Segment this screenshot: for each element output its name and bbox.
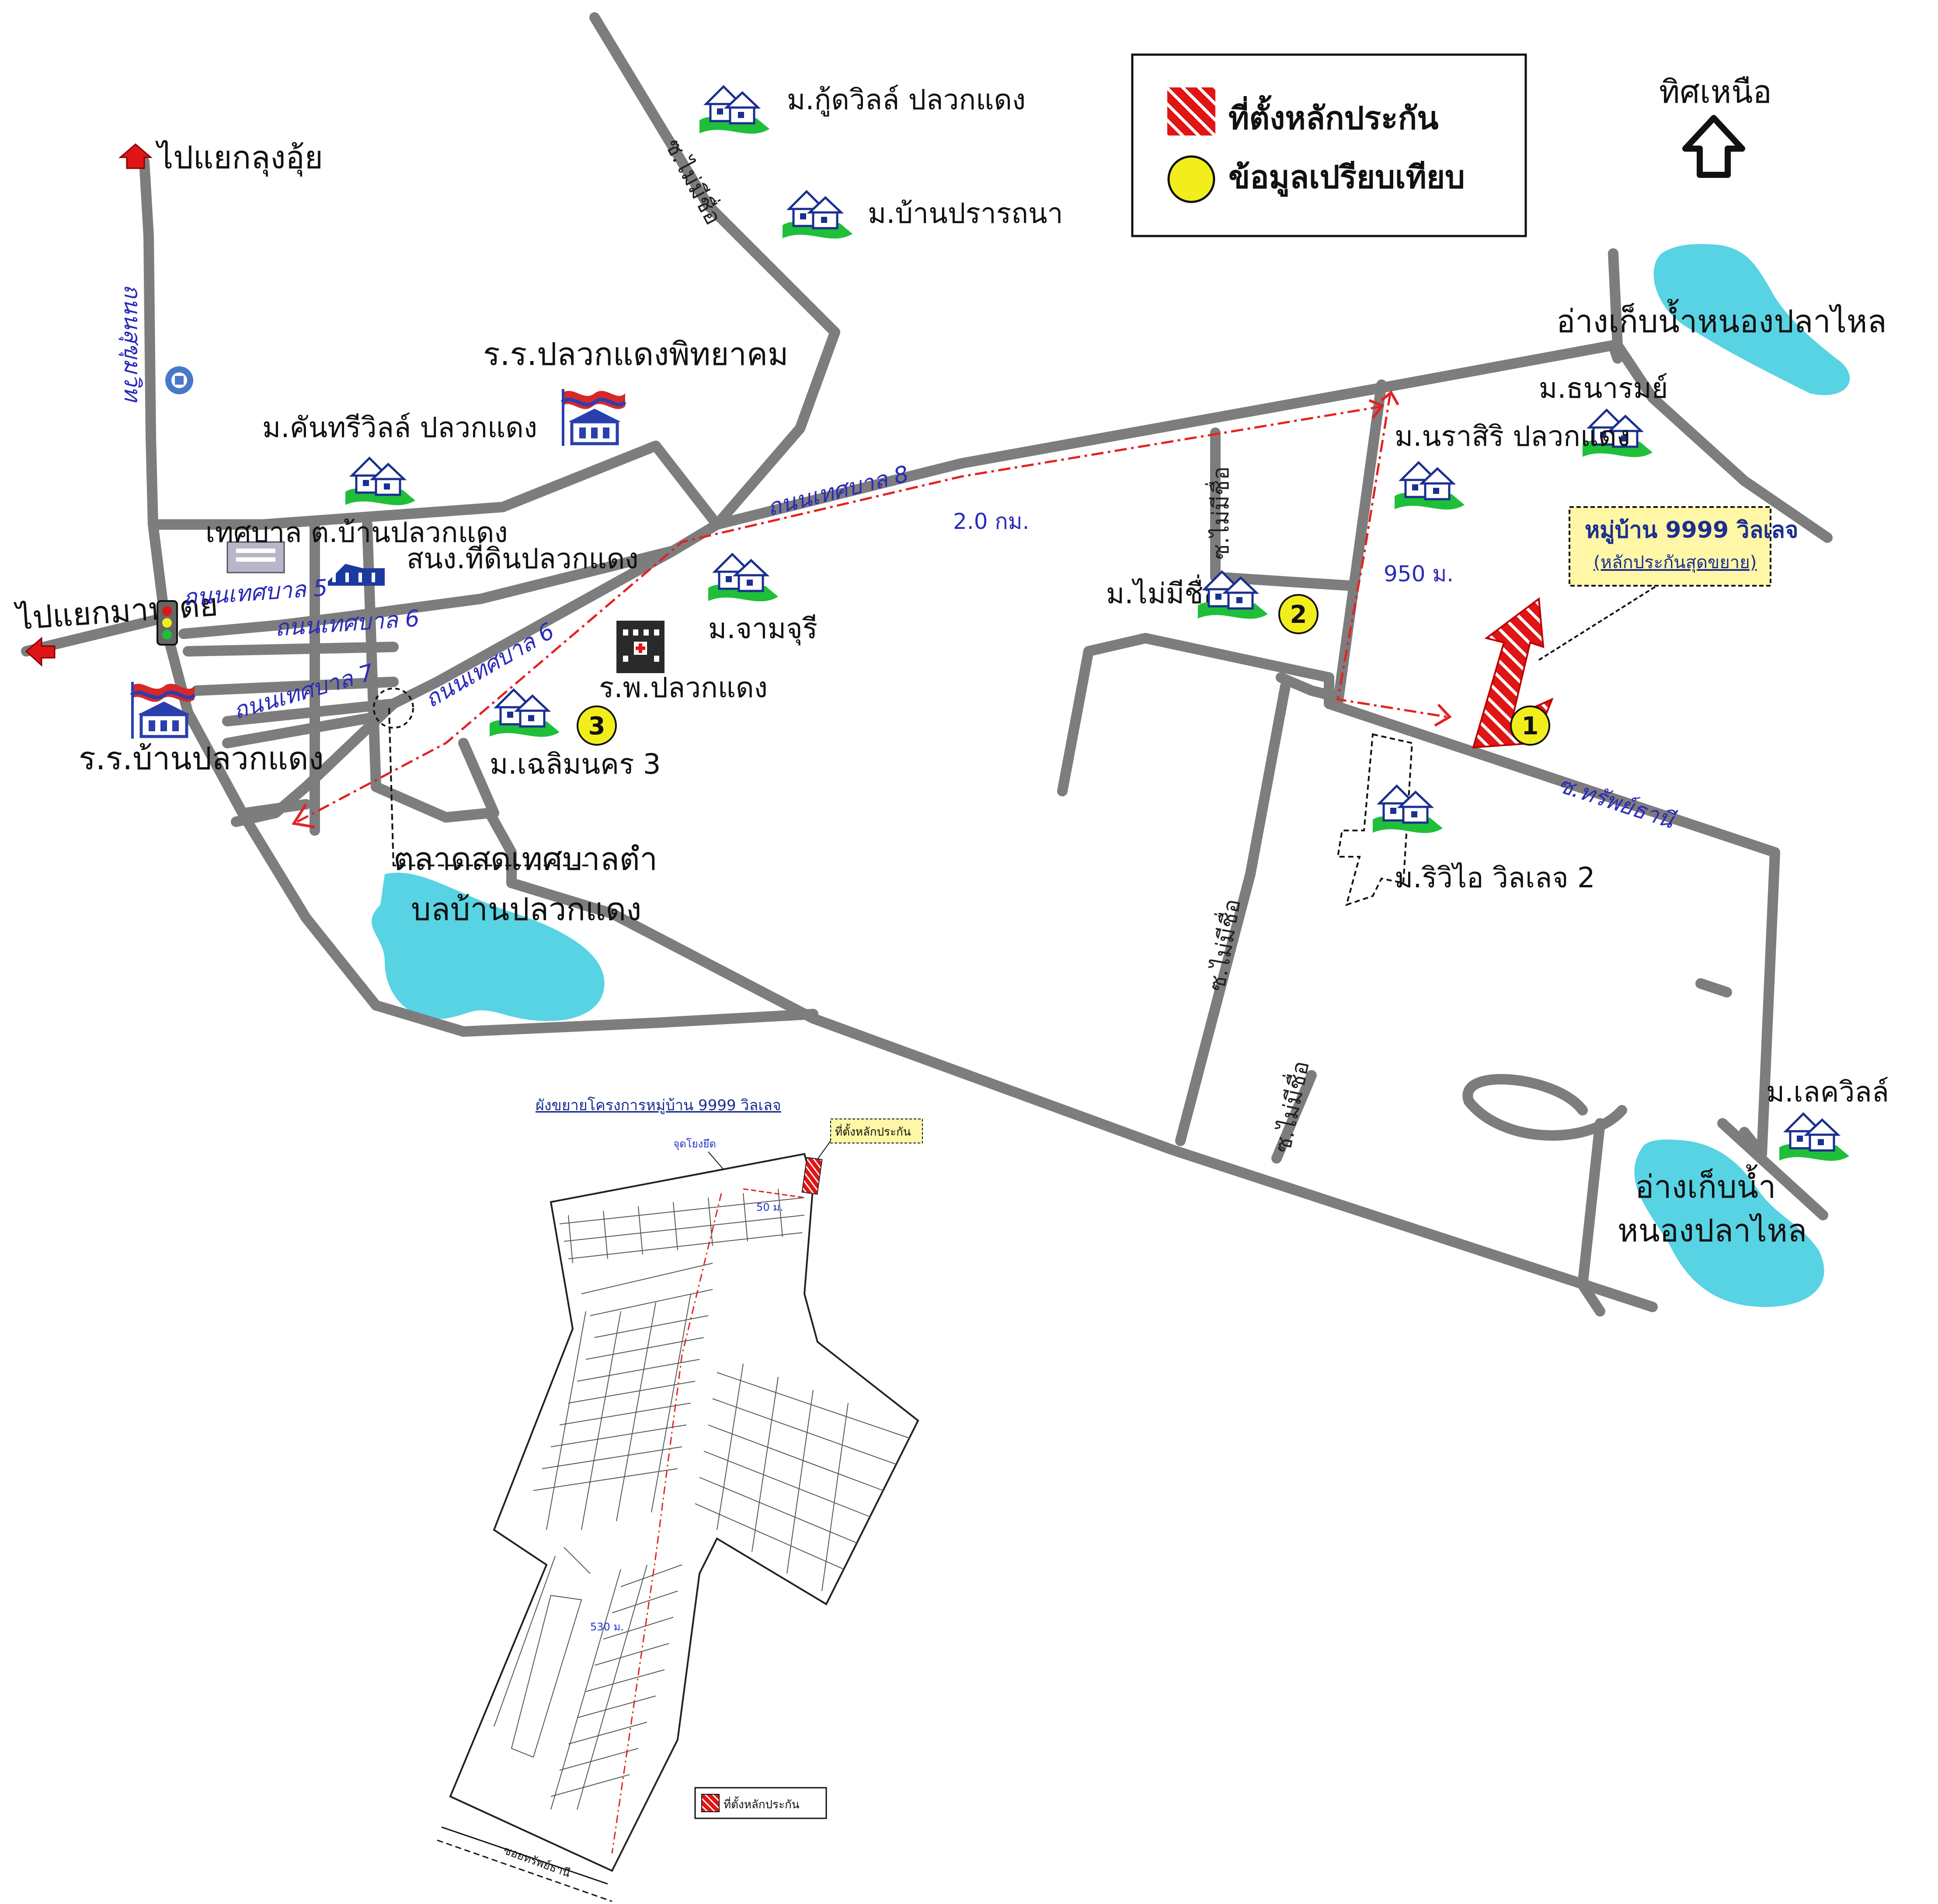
good-ville-label: ม.กู้ดวิลล์ ปลวกแดง <box>787 84 1026 117</box>
svg-text:ที่ตั้งหลักประกัน: ที่ตั้งหลักประกัน <box>835 1123 911 1139</box>
project-callout-title: หมู่บ้าน 9999 วิลเลจ <box>1585 517 1798 544</box>
nong-pla-lai-bottom-label-2: หนองปลาไหล <box>1618 1212 1807 1249</box>
nong-pla-lai-bottom-label-1: อ่างเก็บน้ำ <box>1635 1164 1776 1205</box>
pluak-daeng-pittayakom-label: ร.ร.ปลวกแดงพิทยาคม <box>483 336 788 372</box>
house-icon <box>1395 462 1465 510</box>
soi-sapthani-label: ซ.ทรัพย์ธานี <box>1555 771 1679 834</box>
north-arrow: ทิศเหนือ <box>1659 73 1772 178</box>
inset-collateral-block <box>801 1157 823 1195</box>
soi-no-name-label-1: ซ.ไม่มีชื่อ <box>660 133 729 229</box>
thetsaban-6-label-a: ถนนเทศบาล 6 <box>274 605 421 642</box>
narasiri-label: ม.นราสิริ ปลวกแดง <box>1395 420 1630 453</box>
sukhumvit-label: ถนนสุขุมวิท <box>118 284 145 403</box>
pond-market <box>372 872 605 1021</box>
route-arrowheads <box>292 390 1452 828</box>
market-label-2: บลบ้านปลวกแดง <box>411 891 641 928</box>
inset-distance-50: 50 ม. <box>756 1201 783 1213</box>
comparison-marker-3: 3 <box>577 705 617 746</box>
house-icon <box>345 458 415 505</box>
legend-collateral-label: ที่ตั้งหลักประกัน <box>1228 95 1438 136</box>
project-callout-subtitle: (หลักประกันสุดขยาย) <box>1594 552 1757 573</box>
roundabout <box>373 688 414 729</box>
chamchuri-label: ม.จามจุรี <box>708 613 818 646</box>
comparison-marker-1: 1 <box>1510 705 1550 746</box>
reservoir-top <box>1653 244 1850 395</box>
inset-road-label: ซอยทรัพย์ธานี <box>502 1844 572 1880</box>
direction-lung-ui: ไปแยกลุงอุ้ย <box>118 139 323 177</box>
callout-leader <box>1538 585 1658 661</box>
comparison-marker-2: 2 <box>1278 594 1319 634</box>
chaloem-nakhon-label: ม.เฉลิมนคร 3 <box>490 748 661 781</box>
svg-text:3: 3 <box>588 712 605 740</box>
road-network <box>21 12 1833 1317</box>
land-office-label: สนง.ที่ดินปลวกแดง <box>407 539 639 575</box>
svg-text:1: 1 <box>1522 712 1539 740</box>
legend-comparison-label: ข้อมูลเปรียบเทียบ <box>1228 159 1465 197</box>
svg-text:ที่ตั้งหลักประกัน: ที่ตั้งหลักประกัน <box>724 1796 800 1811</box>
inset-entry-label: จุดโยงยึด <box>673 1138 716 1150</box>
north-arrow-icon <box>1682 115 1745 178</box>
house-icon <box>783 191 852 239</box>
inset-title: ผังขยายโครงการหมู่บ้าน 9999 วิลเลจ <box>536 1097 781 1114</box>
legend: ที่ตั้งหลักประกัน ข้อมูลเปรียบเทียบ <box>1131 53 1527 237</box>
arrow-left-icon <box>25 636 56 667</box>
market-dashed-link <box>388 708 590 866</box>
soi-no-name-label-2: ซ.ไม่มีชื่อ <box>1205 466 1234 559</box>
soi-no-name-label-3: ซ.ไม่มีชื่อ <box>1201 896 1246 993</box>
land-office-icon <box>328 564 385 586</box>
baan-pluak-daeng-school-label: ร.ร.บ้านปลวกแดง <box>79 740 324 777</box>
hospital-icon <box>616 621 665 673</box>
house-icon <box>1779 1114 1849 1161</box>
school-icon <box>562 389 625 446</box>
to-lung-ui-label: ไปแยกลุงอุ้ย <box>155 139 323 177</box>
project-callout: หมู่บ้าน 9999 วิลเลจ (หลักประกันสุดขยาย) <box>1569 506 1798 587</box>
house-icon <box>708 554 778 601</box>
lake-ville-label: ม.เลควิลล์ <box>1766 1076 1889 1108</box>
reservoir-bottom <box>1634 1140 1824 1307</box>
police-station-icon <box>165 366 193 394</box>
municipality-icon <box>226 541 285 573</box>
distance-2km: 2.0 กม. <box>953 509 1030 534</box>
inset-collateral-tag: ที่ตั้งหลักประกัน <box>830 1119 923 1143</box>
arrow-up-icon <box>118 143 153 169</box>
inset-legend: ที่ตั้งหลักประกัน <box>694 1787 827 1819</box>
route-line <box>296 393 1447 823</box>
legend-comparison-swatch <box>1167 155 1215 203</box>
market-label-1: ตลาดสดเทศบาลตำ <box>393 841 658 877</box>
house-icon <box>1373 786 1443 833</box>
kantree-ville-label: ม.คันทรีวิลล์ ปลวกแดง <box>262 412 537 444</box>
inset-plan: ผังขยายโครงการหมู่บ้าน 9999 วิลเลจ ที่ตั… <box>437 1097 923 1902</box>
traffic-light-icon <box>157 600 178 646</box>
north-label: ทิศเหนือ <box>1659 73 1772 110</box>
legend-collateral-swatch <box>1167 87 1215 136</box>
baan-prathana-label: ม.บ้านปรารถนา <box>868 198 1063 230</box>
svg-text:2: 2 <box>1290 601 1307 629</box>
nong-pla-lai-top-label: อ่างเก็บน้ำหนองปลาไหล <box>1556 299 1887 340</box>
thetsaban-8-label: ถนนเทศบาล 8 <box>765 461 912 521</box>
distance-950m: 950 ม. <box>1384 561 1454 587</box>
municipality-label: เทศบาล ต.บ้านปลวกแดง <box>205 517 508 549</box>
soi-no-name-label-4: ซ.ไม่มีชื่อ <box>1266 1058 1315 1155</box>
riviera-dashed-outline <box>1336 733 1413 907</box>
thetsaban-5-label: ถนนเทศบาล 5 <box>182 575 329 611</box>
hospital-label: ร.พ.ปลวกแดง <box>599 672 768 704</box>
riviera-label: ม.ริวิไอ วิลเลจ 2 <box>1395 862 1595 894</box>
inset-outline <box>449 1153 919 1872</box>
house-icon <box>699 87 769 134</box>
inset-distance-530: 530 ม. <box>590 1621 624 1633</box>
tanarom-label: ม.ธนารมย์ <box>1539 372 1668 405</box>
